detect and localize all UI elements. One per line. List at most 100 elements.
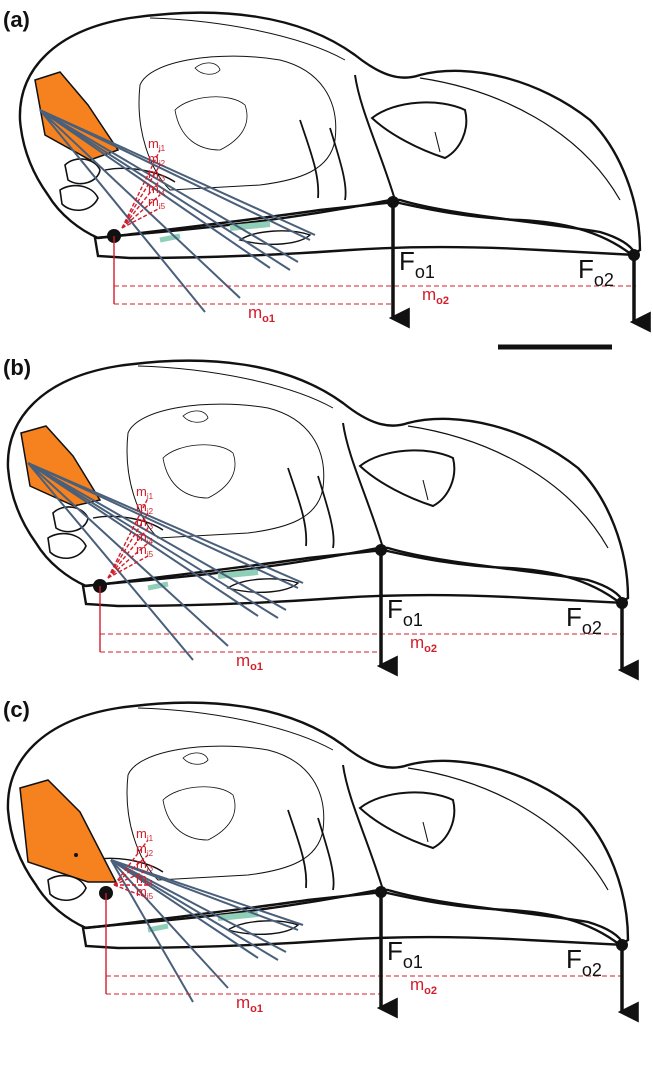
muscle-line — [27, 462, 229, 647]
input-moment-arm — [107, 542, 149, 579]
input-moment-arm — [107, 512, 149, 579]
force-label-o2: Fo2 — [566, 602, 602, 638]
cranium-line — [149, 17, 346, 61]
input-moment-label: mi5 — [148, 194, 166, 211]
palatine — [317, 475, 335, 549]
naris — [358, 449, 456, 508]
jugal-bar — [299, 119, 320, 199]
naris — [358, 791, 456, 850]
muscle-line — [110, 859, 304, 926]
orbit-inner — [162, 444, 236, 499]
skull-outline — [6, 359, 630, 605]
force-label-o1: Fo1 — [387, 936, 423, 972]
muscle-line — [110, 859, 194, 1003]
muscle-line — [27, 462, 299, 589]
cranium-line — [137, 365, 334, 409]
force-label-o2: Fo2 — [566, 944, 602, 980]
panel-label: (b) — [3, 355, 31, 380]
input-moment-label: mi1 — [136, 826, 154, 843]
muscle-line — [110, 859, 279, 961]
skull-outline — [18, 11, 642, 257]
input-moment-label: mi4 — [136, 871, 154, 888]
mandibular-fenestra — [226, 578, 300, 593]
orbit-inner — [174, 96, 248, 151]
input-moment-label: mi3 — [136, 514, 154, 531]
cranium-line — [137, 707, 334, 751]
input-moment-label: mi1 — [148, 136, 166, 153]
moment-label-o2: mo2 — [422, 285, 449, 307]
beak-ridge — [419, 77, 621, 201]
muscle-line — [39, 109, 291, 271]
beak-base-line — [342, 764, 384, 891]
cartilage-2 — [217, 911, 259, 921]
quadrate — [64, 158, 101, 185]
jugal-bar — [287, 809, 308, 889]
muscle-line — [27, 462, 304, 584]
input-moment-arm — [113, 884, 149, 899]
moment-label-o1: mo1 — [248, 303, 275, 325]
input-moment-label: mi2 — [148, 151, 166, 168]
muscle-line — [110, 859, 229, 989]
pterygoid — [47, 874, 87, 901]
moment-label-o2: mo2 — [410, 975, 437, 997]
muscle-line — [39, 109, 316, 236]
panel-label: (c) — [3, 697, 30, 722]
input-moment-arm — [121, 207, 161, 229]
adductor-muscle — [19, 779, 118, 883]
muscle-line — [27, 462, 287, 611]
beak-base-line — [354, 74, 396, 201]
input-moment-label: mi3 — [148, 166, 166, 183]
beak-base-line — [342, 422, 384, 549]
panel-label: (a) — [3, 7, 30, 32]
input-moment-arm — [113, 839, 149, 886]
input-moment-label: mi2 — [136, 841, 154, 858]
beak-ridge — [407, 767, 609, 891]
input-moment-arm — [121, 194, 161, 229]
muscle-line — [110, 859, 287, 953]
muscle-line — [39, 109, 299, 263]
force-label-o2: Fo2 — [578, 254, 614, 290]
input-moment-arm — [113, 854, 149, 886]
force-label-o1: Fo1 — [387, 594, 423, 630]
moment-label-o2: mo2 — [410, 633, 437, 655]
orbit — [126, 403, 325, 539]
input-moment-label: mi3 — [136, 856, 154, 873]
muscle-centroid — [74, 853, 78, 857]
muscle-line — [39, 109, 271, 269]
foramen — [182, 752, 209, 765]
muscle-line — [110, 859, 259, 959]
muscle-line — [27, 462, 279, 619]
pterygoid — [59, 184, 99, 211]
cartilage-1 — [159, 233, 181, 243]
zygomatic — [92, 515, 164, 531]
input-moment-arm — [113, 869, 149, 886]
orbit-inner — [162, 786, 236, 841]
input-moment-arm — [121, 179, 161, 229]
input-moment-label: mi4 — [136, 529, 154, 546]
input-moment-label: mi1 — [136, 484, 154, 501]
muscle-line — [39, 109, 241, 299]
moment-label-o1: mo1 — [236, 993, 263, 1015]
naris-detail — [422, 821, 429, 843]
muscle-line — [39, 109, 311, 241]
muscle-line — [39, 109, 206, 313]
input-moment-label: mi5 — [136, 884, 154, 901]
jugal-bar — [287, 467, 308, 547]
orbit — [138, 55, 337, 191]
foramen — [194, 62, 221, 75]
skull-outline — [6, 701, 630, 947]
foramen — [182, 410, 209, 423]
force-label-o1: Fo1 — [399, 246, 435, 282]
moment-label-o1: mo1 — [236, 651, 263, 673]
naris-detail — [422, 479, 429, 501]
muscle-line — [27, 462, 259, 617]
input-moment-label: mi5 — [136, 542, 154, 559]
input-moment-arm — [107, 555, 149, 579]
input-moment-arm — [121, 164, 161, 229]
input-moment-arm — [121, 149, 161, 229]
orbit — [126, 745, 325, 881]
